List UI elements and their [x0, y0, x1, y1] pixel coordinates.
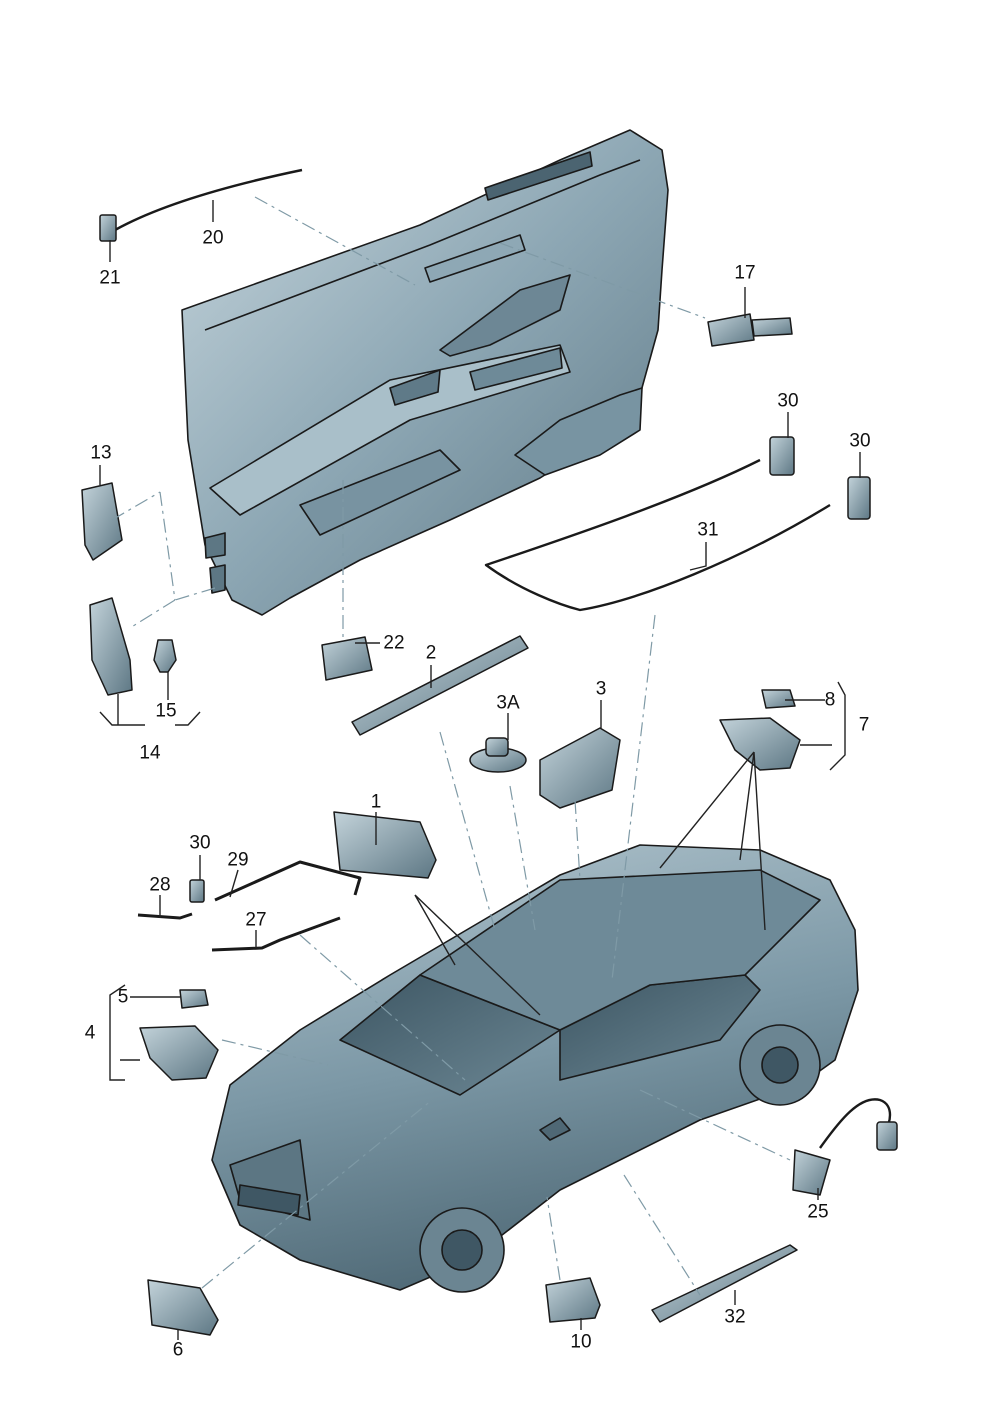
callout-30-right: 30 [849, 430, 871, 452]
lamp-17 [707, 313, 755, 347]
callout-32: 32 [724, 1306, 746, 1328]
callout-13: 13 [90, 442, 112, 464]
connector-21 [99, 214, 117, 242]
bulb-8 [761, 689, 796, 709]
callout-30-lower: 30 [189, 832, 211, 854]
car-body [211, 844, 859, 1293]
connector-30-a [769, 436, 795, 476]
sill-trim-32 [651, 1244, 798, 1323]
callout-4: 4 [84, 1022, 96, 1044]
callout-2: 2 [425, 642, 437, 664]
callout-10: 10 [570, 1331, 592, 1353]
callout-22: 22 [383, 632, 405, 654]
callout-25: 25 [807, 1201, 829, 1223]
module-6 [147, 1279, 219, 1336]
callout-20: 20 [202, 227, 224, 249]
callout-17: 17 [734, 262, 756, 284]
lamp-4 [139, 1025, 219, 1081]
lamp-7 [719, 717, 801, 771]
wire-20 [114, 168, 303, 232]
light-guide-29 [214, 860, 362, 902]
bulb-15 [153, 639, 177, 673]
callout-3: 3 [595, 678, 607, 700]
light-guide-28 [137, 912, 193, 920]
callout-5: 5 [117, 986, 129, 1008]
callout-14: 14 [139, 742, 161, 764]
callout-15: 15 [155, 700, 177, 722]
connector-25 [876, 1121, 898, 1151]
callout-1: 1 [370, 791, 382, 813]
small-parts [81, 168, 898, 1336]
bulb-5 [179, 989, 209, 1009]
lead-25 [819, 1098, 892, 1149]
interior-light-3 [539, 727, 621, 809]
grille-13 [81, 482, 123, 561]
callout-7: 7 [858, 714, 870, 736]
leader-lines [99, 200, 861, 1340]
light-guide-31 [484, 458, 831, 612]
callout-31: 31 [697, 519, 719, 541]
callout-6: 6 [172, 1339, 184, 1361]
door-trim-panel [181, 129, 669, 616]
light-guide-27 [211, 916, 341, 952]
speaker-25 [792, 1149, 831, 1196]
connector-30-c [189, 879, 205, 903]
callout-30-upper: 30 [777, 390, 799, 412]
switch-22 [321, 636, 373, 681]
callout-29: 29 [227, 849, 249, 871]
callout-21: 21 [99, 267, 121, 289]
callout-28: 28 [149, 874, 171, 896]
lamp-housing-14 [89, 597, 133, 696]
lamp-10 [545, 1277, 601, 1323]
callout-27: 27 [245, 909, 267, 931]
roof-light-1 [333, 811, 437, 879]
lamp-17-tip [751, 317, 793, 337]
callout-8: 8 [824, 689, 836, 711]
light-strip-2 [351, 635, 529, 736]
callout-3a: 3A [496, 692, 520, 714]
connector-30-b [847, 476, 871, 520]
